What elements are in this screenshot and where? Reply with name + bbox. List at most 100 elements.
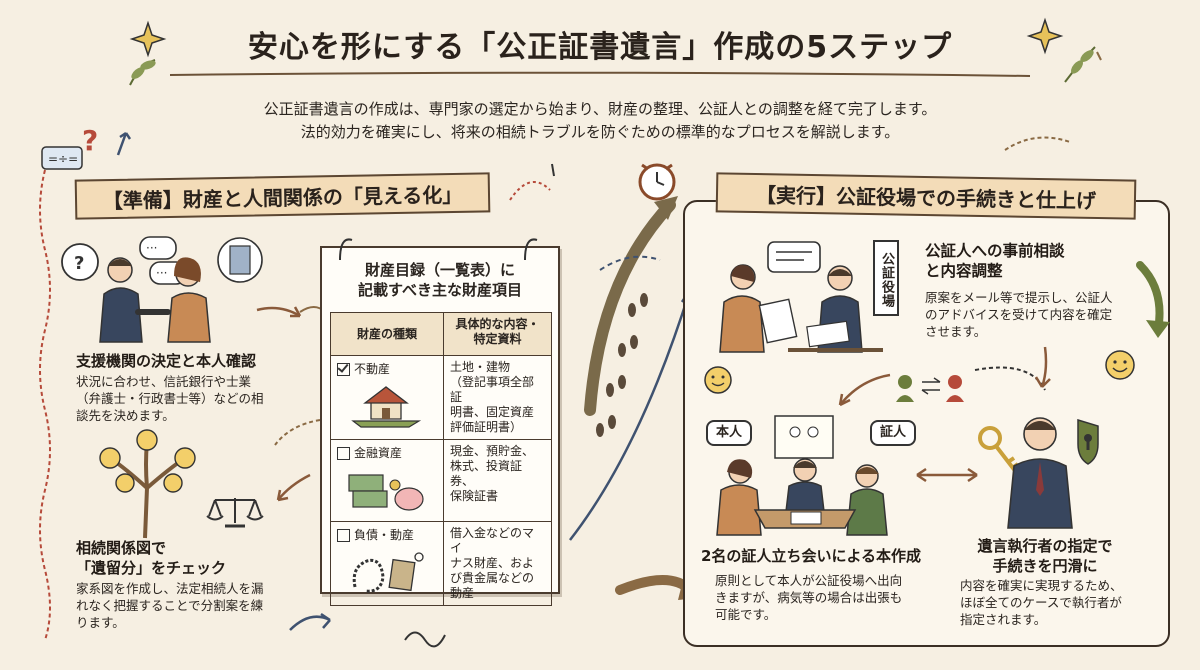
checkbox-icon (337, 447, 350, 460)
step5-title-line: 手続きを円滑に (992, 557, 1098, 575)
sparkle-leaf-left-icon (129, 20, 167, 86)
table-row: 不動産 土地・建物 （登記事項全部証 明書、固定資産 評価証明書） (330, 355, 552, 440)
svg-text:?: ? (74, 253, 84, 274)
asset-col-detail: 具体的な内容・ 特定資料 (443, 312, 552, 356)
notary-office-sign: 公証役場 (873, 240, 899, 316)
step4-body: 原則として本人が公証役場へ出向 きますが、病気等の場合は出張も 可能です。 (715, 572, 902, 623)
step2-title: 相続関係図で 「遺留分」をチェック (76, 538, 226, 578)
step5-body-line: 内容を確実に実現するため、 (960, 578, 1123, 593)
step5-body-line: ほぼ全てのケースで執行者が (960, 595, 1122, 610)
asset-detail-line: 明書、固定資産 (450, 405, 535, 419)
jewelry-icon (352, 552, 424, 593)
asset-detail-cell: 土地・建物 （登記事項全部証 明書、固定資産 評価証明書） (443, 355, 552, 440)
down-arrow-icon (1034, 346, 1051, 388)
step1-title: 支援機関の決定と本人確認 (76, 352, 257, 370)
step3-title: 公証人への事前相談 と内容調整 (925, 241, 1065, 281)
step3-title-line: と内容調整 (925, 262, 1003, 280)
executor-illustration (978, 417, 1099, 529)
arrow-left-icon (276, 473, 311, 502)
svg-text:=÷=: =÷= (48, 152, 78, 166)
arrow-to-card-icon (289, 612, 331, 631)
step4-title: 2名の証人立ち会いによる本作成 (701, 547, 921, 565)
step4-body-line: 可能です。 (715, 607, 777, 622)
asset-table-header: 財産の種類 具体的な内容・ 特定資料 (330, 312, 552, 356)
swirl-decor-icon (404, 631, 446, 648)
asset-detail-line: び貴金属などの (450, 571, 535, 585)
subtitle-line-1: 公正証書遺言の作成は、専門家の選定から始まり、財産の整理、公証人との調整を経て完… (263, 100, 937, 118)
asset-detail-line: 株式、投資証券、 (450, 459, 523, 488)
asset-list-card: 財産目録（一覧表）に 記載すべき主な財産項目 財産の種類 具体的な内容・ 特定資… (320, 246, 560, 606)
smiley-right-icon (1105, 350, 1135, 380)
binder-rings-icon (339, 238, 538, 261)
asset-detail-line: 評価証明書） (450, 420, 523, 434)
asset-detail-line: 現金、預貯金、 (450, 444, 535, 458)
asset-type-label: 不動産 (354, 362, 391, 376)
asset-detail-line: （登記事項全部証 (450, 375, 535, 404)
sparkle-leaf-right-icon (1026, 17, 1102, 83)
banner-execution: 【実行】公証役場での手続きと仕上げ (715, 172, 1137, 220)
step1-body-line: 談先を決めます。 (76, 408, 175, 423)
svg-text:···: ··· (156, 266, 167, 280)
step5-body: 内容を確実に実現するため、 ほぼ全てのケースで執行者が 指定されます。 (960, 577, 1123, 628)
asset-type-cell: 金融資産 (330, 439, 444, 522)
table-row: 金融資産 現金、預貯金、 株式、投資証券、 保険証書 (330, 439, 552, 522)
step2-body-line: ります。 (76, 615, 125, 630)
step5-title-line: 遺言執行者の指定で (977, 537, 1113, 555)
step1-body-line: 状況に合わせ、信託銀行や士業 (76, 374, 252, 389)
asset-col-detail-line: 特定資料 (473, 332, 522, 346)
step5-body-line: 指定されます。 (960, 612, 1047, 627)
asset-type-cell: 負債・動産 (330, 521, 444, 606)
scribble-decor-icon (509, 163, 555, 201)
step2-body-line: れなく把握することで分割案を練 (76, 598, 264, 613)
asset-table: 財産の種類 具体的な内容・ 特定資料 不動産 土地・建物 （登記事項全部証 明書… (330, 312, 552, 606)
step3-body-line: のアドバイスを受けて内容を確定 (925, 307, 1113, 322)
asset-detail-cell: 現金、預貯金、 株式、投資証券、 保険証書 (443, 439, 552, 522)
step1-body: 状況に合わせ、信託銀行や士業 （弁護士・行政書士等）などの相 談先を決めます。 (76, 373, 264, 424)
step3-title-line: 公証人への事前相談 (925, 242, 1065, 260)
left-wavy-line (39, 169, 51, 641)
table-row: 負債・動産 借入金などのマイ ナス財産、およ び貴金属などの 動産 (330, 521, 552, 606)
step3-body-line: させます。 (925, 324, 987, 339)
svg-text:?: ? (82, 124, 98, 157)
signing-meeting-illustration (716, 415, 888, 536)
asset-detail-line: 動産 (450, 586, 475, 600)
house-icon (351, 386, 422, 428)
step3-body: 原案をメール等で提示し、公証人 のアドバイスを受けて内容を確定 させます。 (925, 289, 1113, 340)
asset-card-title-line: 財産目録（一覧表）に (364, 261, 515, 279)
label-witness: 証人 (870, 420, 916, 446)
double-arrow-icon (916, 467, 978, 483)
step5-title: 遺言執行者の指定で 手続きを円滑に (955, 536, 1135, 576)
asset-col-type: 財産の種類 (330, 312, 444, 356)
step3-body-line: 原案をメール等で提示し、公証人 (925, 290, 1113, 305)
banner-preparation: 【準備】財産と人間関係の「見える化」 (74, 172, 491, 220)
page-title: 安心を形にする「公正証書遺言」作成の5ステップ (247, 30, 953, 65)
money-piggybank-icon (348, 474, 424, 511)
green-curved-arrow-icon (1136, 261, 1170, 338)
consultation-illustration (719, 241, 883, 353)
step2-body-line: 家系図を作成し、法定相続人を漏 (76, 581, 264, 596)
asset-type-label: 金融資産 (354, 446, 403, 460)
step1-body-line: （弁護士・行政書士等）などの相 (76, 391, 264, 406)
step2-body: 家系図を作成し、法定相続人を漏 れなく把握することで分割案を練 ります。 (76, 580, 264, 631)
asset-detail-line: 保険証書 (450, 489, 499, 503)
svg-text:···: ··· (146, 241, 157, 255)
checkbox-checked-icon (337, 363, 350, 376)
asset-col-detail-line: 具体的な内容・ (455, 317, 540, 331)
subtitle-line-2: 法的効力を確実にし、将来の相続トラブルを防ぐための標準的なプロセスを解説します。 (300, 123, 900, 141)
step4-body-line: きますが、病気等の場合は出張も (715, 590, 903, 605)
checkbox-icon (337, 529, 350, 542)
alarm-clock-icon (638, 163, 676, 201)
step4-body-line: 原則として本人が公証役場へ出向 (715, 573, 903, 588)
step2-title-line: 「遺留分」をチェック (76, 559, 227, 577)
question-marks-icon: ? =÷= (41, 124, 132, 170)
handshake-illustration: ? ··· ··· (61, 236, 326, 343)
asset-type-cell: 不動産 (330, 355, 444, 440)
asset-detail-line: 借入金などのマイ (450, 526, 535, 555)
asset-detail-line: ナス財産、およ (450, 556, 535, 570)
label-principal: 本人 (706, 420, 752, 446)
title-underline (169, 71, 1031, 77)
asset-type-label: 負債・動産 (354, 528, 415, 542)
asset-card-title: 財産目録（一覧表）に 記載すべき主な財産項目 (322, 260, 558, 300)
asset-detail-cell: 借入金などのマイ ナス財産、およ び貴金属などの 動産 (443, 521, 552, 606)
family-tree-illustration (99, 429, 264, 539)
